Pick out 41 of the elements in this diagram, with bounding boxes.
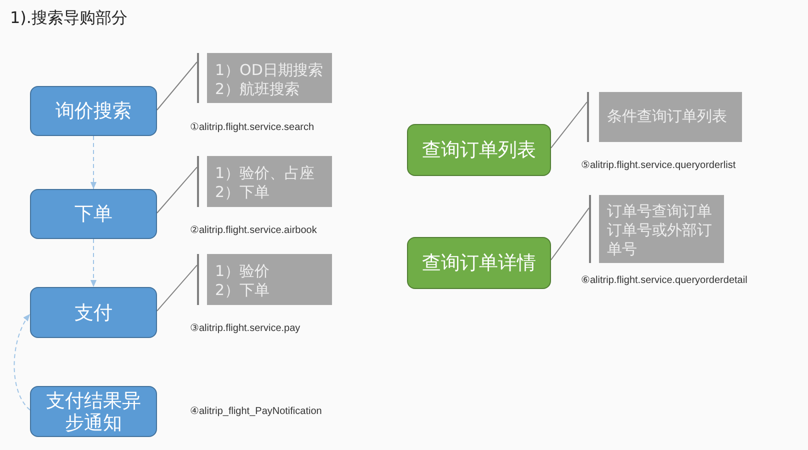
step-label: 下单 (74, 203, 112, 225)
api-name: ⑤alitrip.flight.service.queryorderlist (581, 160, 736, 172)
step-label: 查询订单详情 (422, 252, 536, 274)
arrow (90, 238, 97, 288)
step-label: 询价搜索 (56, 100, 132, 122)
process-box (30, 386, 157, 437)
callout-box (587, 92, 742, 142)
process-box (30, 287, 157, 338)
arrow (14, 314, 30, 410)
callout-text: 1）验价、占座 (215, 164, 316, 183)
callout-text: 订单号或外部订单号 (607, 221, 713, 259)
callout-box (589, 195, 724, 263)
callout-box (197, 156, 332, 207)
process-box (30, 189, 157, 239)
callout-text: 2）下单 (215, 281, 271, 300)
title: 1).搜索导购部分 (10, 8, 128, 28)
callout-text: 1）OD日期搜索 (215, 61, 324, 80)
step-label: 支付结果异步通知 (45, 390, 142, 434)
leader-line (550, 207, 590, 260)
leader-line (156, 62, 198, 110)
api-name: ②alitrip.flight.service.airbook (190, 225, 317, 237)
callout-box (197, 254, 332, 305)
process-box (407, 124, 551, 176)
leader-line (156, 264, 198, 312)
callout-text: 1）验价 (215, 262, 271, 281)
process-box (30, 86, 157, 136)
process-box (407, 237, 551, 289)
arrow (90, 136, 97, 190)
step-label: 查询订单列表 (422, 139, 536, 161)
callout-text: 2）下单 (215, 183, 271, 202)
api-name: ⑥alitrip.flight.service.queryorderdetail (581, 275, 748, 287)
api-name: ①alitrip.flight.service.search (190, 122, 314, 134)
callout-text: 订单号查询订单 (607, 202, 713, 221)
api-name: ③alitrip.flight.service.pay (190, 323, 300, 335)
callout-text: 条件查询订单列表 (607, 107, 728, 126)
api-name: ④alitrip_flight_PayNotification (190, 406, 322, 418)
step-label: 支付 (74, 302, 112, 324)
leader-line (156, 166, 198, 214)
callout-box (197, 53, 332, 103)
callout-text: 2）航班搜索 (215, 80, 301, 99)
leader-line (550, 102, 588, 148)
